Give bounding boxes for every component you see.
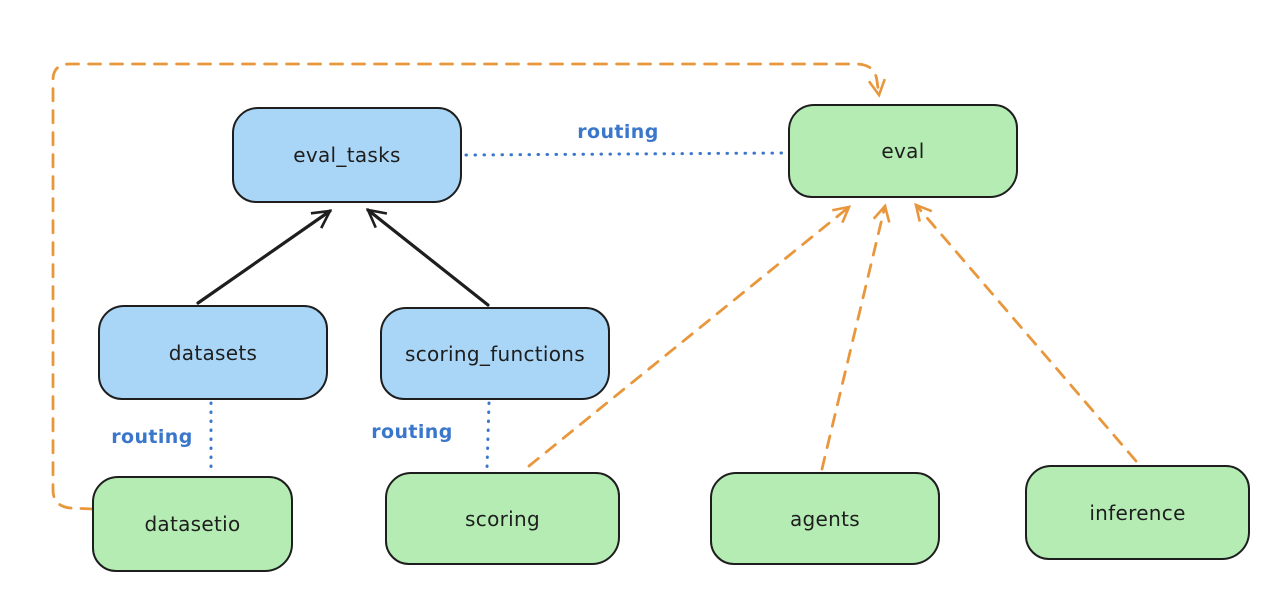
node-datasets-label: datasets — [168, 340, 258, 365]
node-scoring-label: scoring — [465, 506, 540, 531]
edge-eval-tasks-to-eval — [464, 151, 785, 157]
edge-agents-to-eval — [820, 203, 891, 471]
node-datasets: datasets — [98, 305, 328, 400]
edge-label-routing-scoring-functions-scoring: routing — [371, 421, 453, 443]
node-datasetio-label: datasetio — [144, 512, 241, 536]
node-scoring-functions: scoring_functions — [380, 307, 610, 400]
node-inference: inference — [1025, 465, 1250, 560]
edge-inference-to-eval — [914, 202, 1138, 463]
node-agents-label: agents — [790, 506, 860, 531]
edge-scoring-functions-to-eval-tasks — [365, 208, 490, 307]
node-eval-tasks: eval_tasks — [232, 107, 462, 203]
node-inference-label: inference — [1089, 500, 1186, 525]
node-agents: agents — [710, 472, 940, 565]
node-scoring-functions-label: scoring_functions — [404, 341, 586, 366]
node-datasetio: datasetio — [92, 476, 293, 572]
edge-datasets-to-eval-tasks — [196, 209, 333, 305]
node-scoring: scoring — [385, 472, 620, 565]
edge-scoring-functions-to-scoring — [485, 401, 491, 470]
edge-label-routing-datasets-datasetio: routing — [111, 426, 193, 448]
node-eval: eval — [788, 104, 1018, 198]
edge-label-routing-eval-tasks-eval: routing — [577, 121, 659, 143]
node-eval-label: eval — [881, 139, 925, 163]
node-eval-tasks-label: eval_tasks — [293, 143, 401, 167]
